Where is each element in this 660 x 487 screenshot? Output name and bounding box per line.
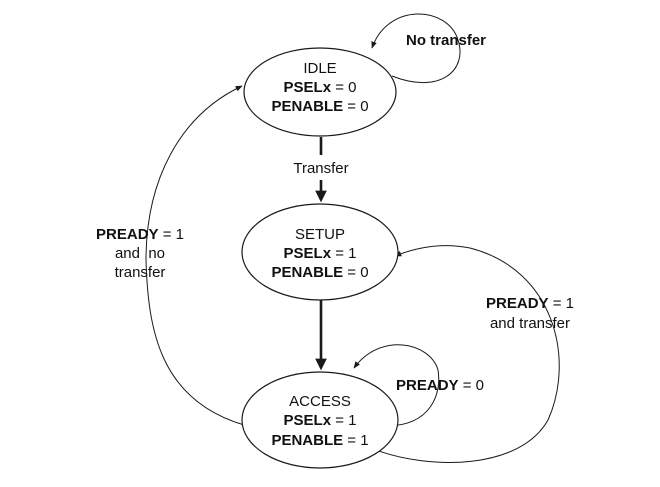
access-to-idle-label-line1: PREADY = 1 [96, 226, 184, 243]
access-to-idle-arrow [145, 85, 245, 426]
access-to-setup-label-line1: PREADY = 1 [486, 295, 574, 312]
state-setup-penable: PENABLE = 0 [271, 264, 368, 281]
idle-self-loop-arrow [371, 13, 461, 84]
idle-to-setup-label: Transfer [293, 160, 348, 177]
state-idle: IDLE PSELx = 0 PENABLE = 0 [243, 47, 397, 137]
idle-self-loop-label: No transfer [406, 32, 486, 49]
state-idle-name: IDLE [303, 60, 336, 77]
access-self-loop-label: PREADY = 0 [396, 377, 484, 394]
access-to-setup-arrow [375, 245, 560, 463]
state-access-penable: PENABLE = 1 [271, 432, 368, 449]
access-to-idle-label: PREADY = 1 and no transfer [96, 226, 184, 281]
state-idle-pselx: PSELx = 0 [284, 79, 357, 96]
state-access-pselx: PSELx = 1 [284, 412, 357, 429]
access-to-setup-label-line2: and transfer [490, 315, 570, 332]
state-setup: SETUP PSELx = 1 PENABLE = 0 [241, 203, 399, 301]
state-setup-pselx: PSELx = 1 [284, 245, 357, 262]
state-idle-penable: PENABLE = 0 [271, 98, 368, 115]
state-access: ACCESS PSELx = 1 PENABLE = 1 [241, 371, 399, 469]
state-setup-name: SETUP [295, 226, 345, 243]
access-self-loop-arrow [353, 344, 440, 427]
access-to-idle-label-line3: transfer [115, 264, 166, 281]
state-access-name: ACCESS [289, 393, 351, 410]
access-to-idle-label-line2: and no [115, 245, 165, 262]
access-to-setup-label: PREADY = 1 and transfer [486, 295, 574, 332]
